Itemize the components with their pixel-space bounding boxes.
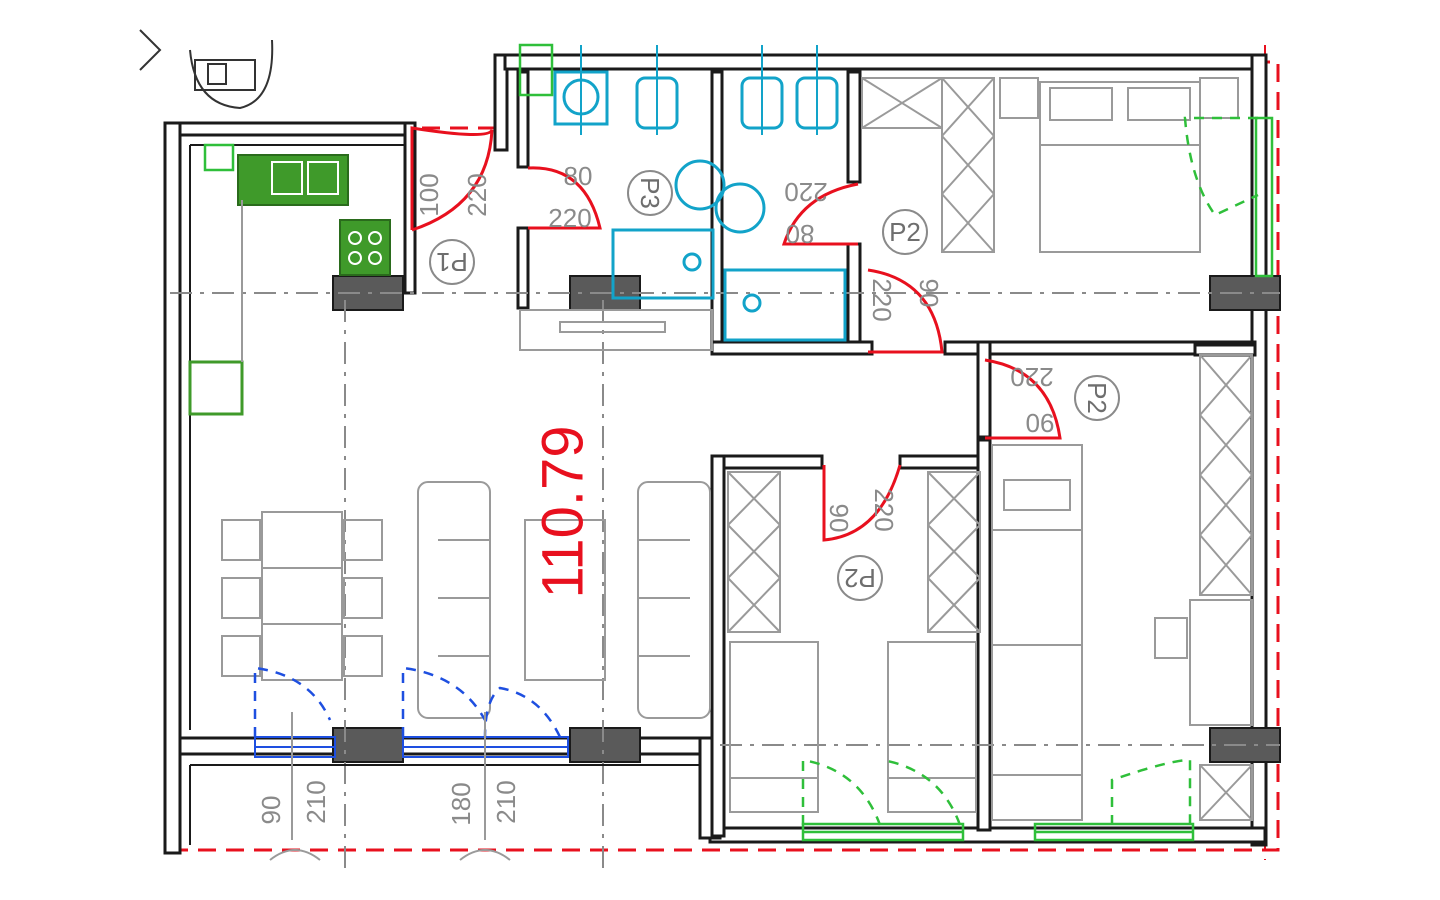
area-label: 110.79 <box>531 425 596 598</box>
svg-text:P2: P2 <box>889 217 921 247</box>
dining-table <box>221 511 383 681</box>
dim-220-hall: 220 <box>867 278 897 321</box>
dim-90-bedroom: 90 <box>824 504 854 533</box>
dim-210-balcony-1: 210 <box>301 780 331 823</box>
corner-symbol <box>139 29 274 110</box>
dim-90-room: 90 <box>1026 408 1055 438</box>
svg-text:P3: P3 <box>635 177 665 209</box>
beds <box>729 77 1253 821</box>
dim-180-balcony: 180 <box>446 782 476 825</box>
dim-220-bath: 220 <box>784 177 827 207</box>
door-tag-p3: P3 <box>627 170 673 216</box>
door-tag-p2-bedroom: P2 <box>837 555 883 601</box>
dim-220-room: 220 <box>1010 362 1053 392</box>
doors <box>410 126 1062 542</box>
kitchen-unit <box>188 143 391 416</box>
dim-80-p3: 80 <box>564 161 593 191</box>
door-tag-p2-bathroom: P2 <box>882 209 928 255</box>
dim-210-balcony-2: 210 <box>491 780 521 823</box>
wardrobes <box>727 77 1253 821</box>
svg-text:P2: P2 <box>844 563 876 593</box>
dimension-labels: 100 220 80 220 220 80 220 90 220 90 90 2… <box>256 161 1054 826</box>
door-tags: P1 P3 P2 P2 P2 <box>429 170 1120 601</box>
tv-unit <box>519 309 713 351</box>
door-tag-p2-hall: P2 <box>1074 375 1120 421</box>
balcony <box>189 712 700 861</box>
dim-90-hall: 90 <box>914 279 944 308</box>
dim-220-p3: 220 <box>548 203 591 233</box>
bathroom-fixtures <box>518 43 847 342</box>
living-sofas <box>417 481 711 719</box>
dim-220-bedroom: 220 <box>869 488 899 531</box>
dim-220-p1: 220 <box>462 173 492 216</box>
door-tag-p1: P1 <box>429 239 475 285</box>
dim-100: 100 <box>414 173 444 216</box>
svg-text:P2: P2 <box>1082 382 1112 414</box>
dim-80-bath: 80 <box>786 219 815 249</box>
svg-text:P1: P1 <box>436 247 468 277</box>
dim-90-balcony: 90 <box>256 796 286 825</box>
windows <box>801 116 1274 842</box>
